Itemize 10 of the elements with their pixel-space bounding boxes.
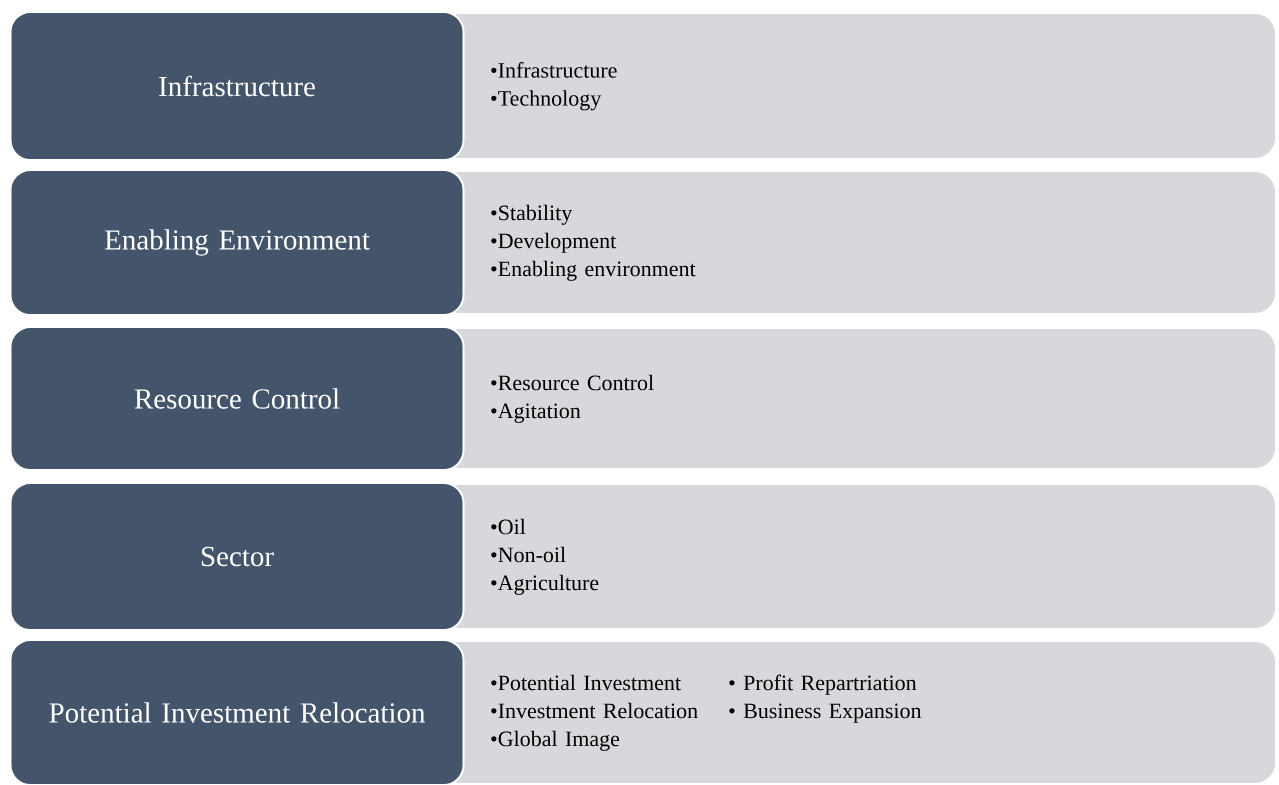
header-box: Potential Investment Relocation [9, 639, 465, 785]
content-box: •Potential Investment •Investment Relocation •Global Image • Profit Repartriation • Business Expansion [440, 642, 1275, 783]
content-box: •Oil •Non-oil •Agriculture [440, 485, 1275, 628]
content-box: •Infrastructure •Technology [440, 14, 1275, 158]
header-box: Enabling Environment [9, 169, 465, 316]
header-box: Resource Control [9, 326, 465, 471]
header-box: Sector [9, 482, 465, 631]
content-box: •Stability •Development •Enabling environment [440, 172, 1275, 313]
header-box: Infrastructure [9, 11, 465, 161]
content-box: •Resource Control •Agitation [440, 329, 1275, 468]
